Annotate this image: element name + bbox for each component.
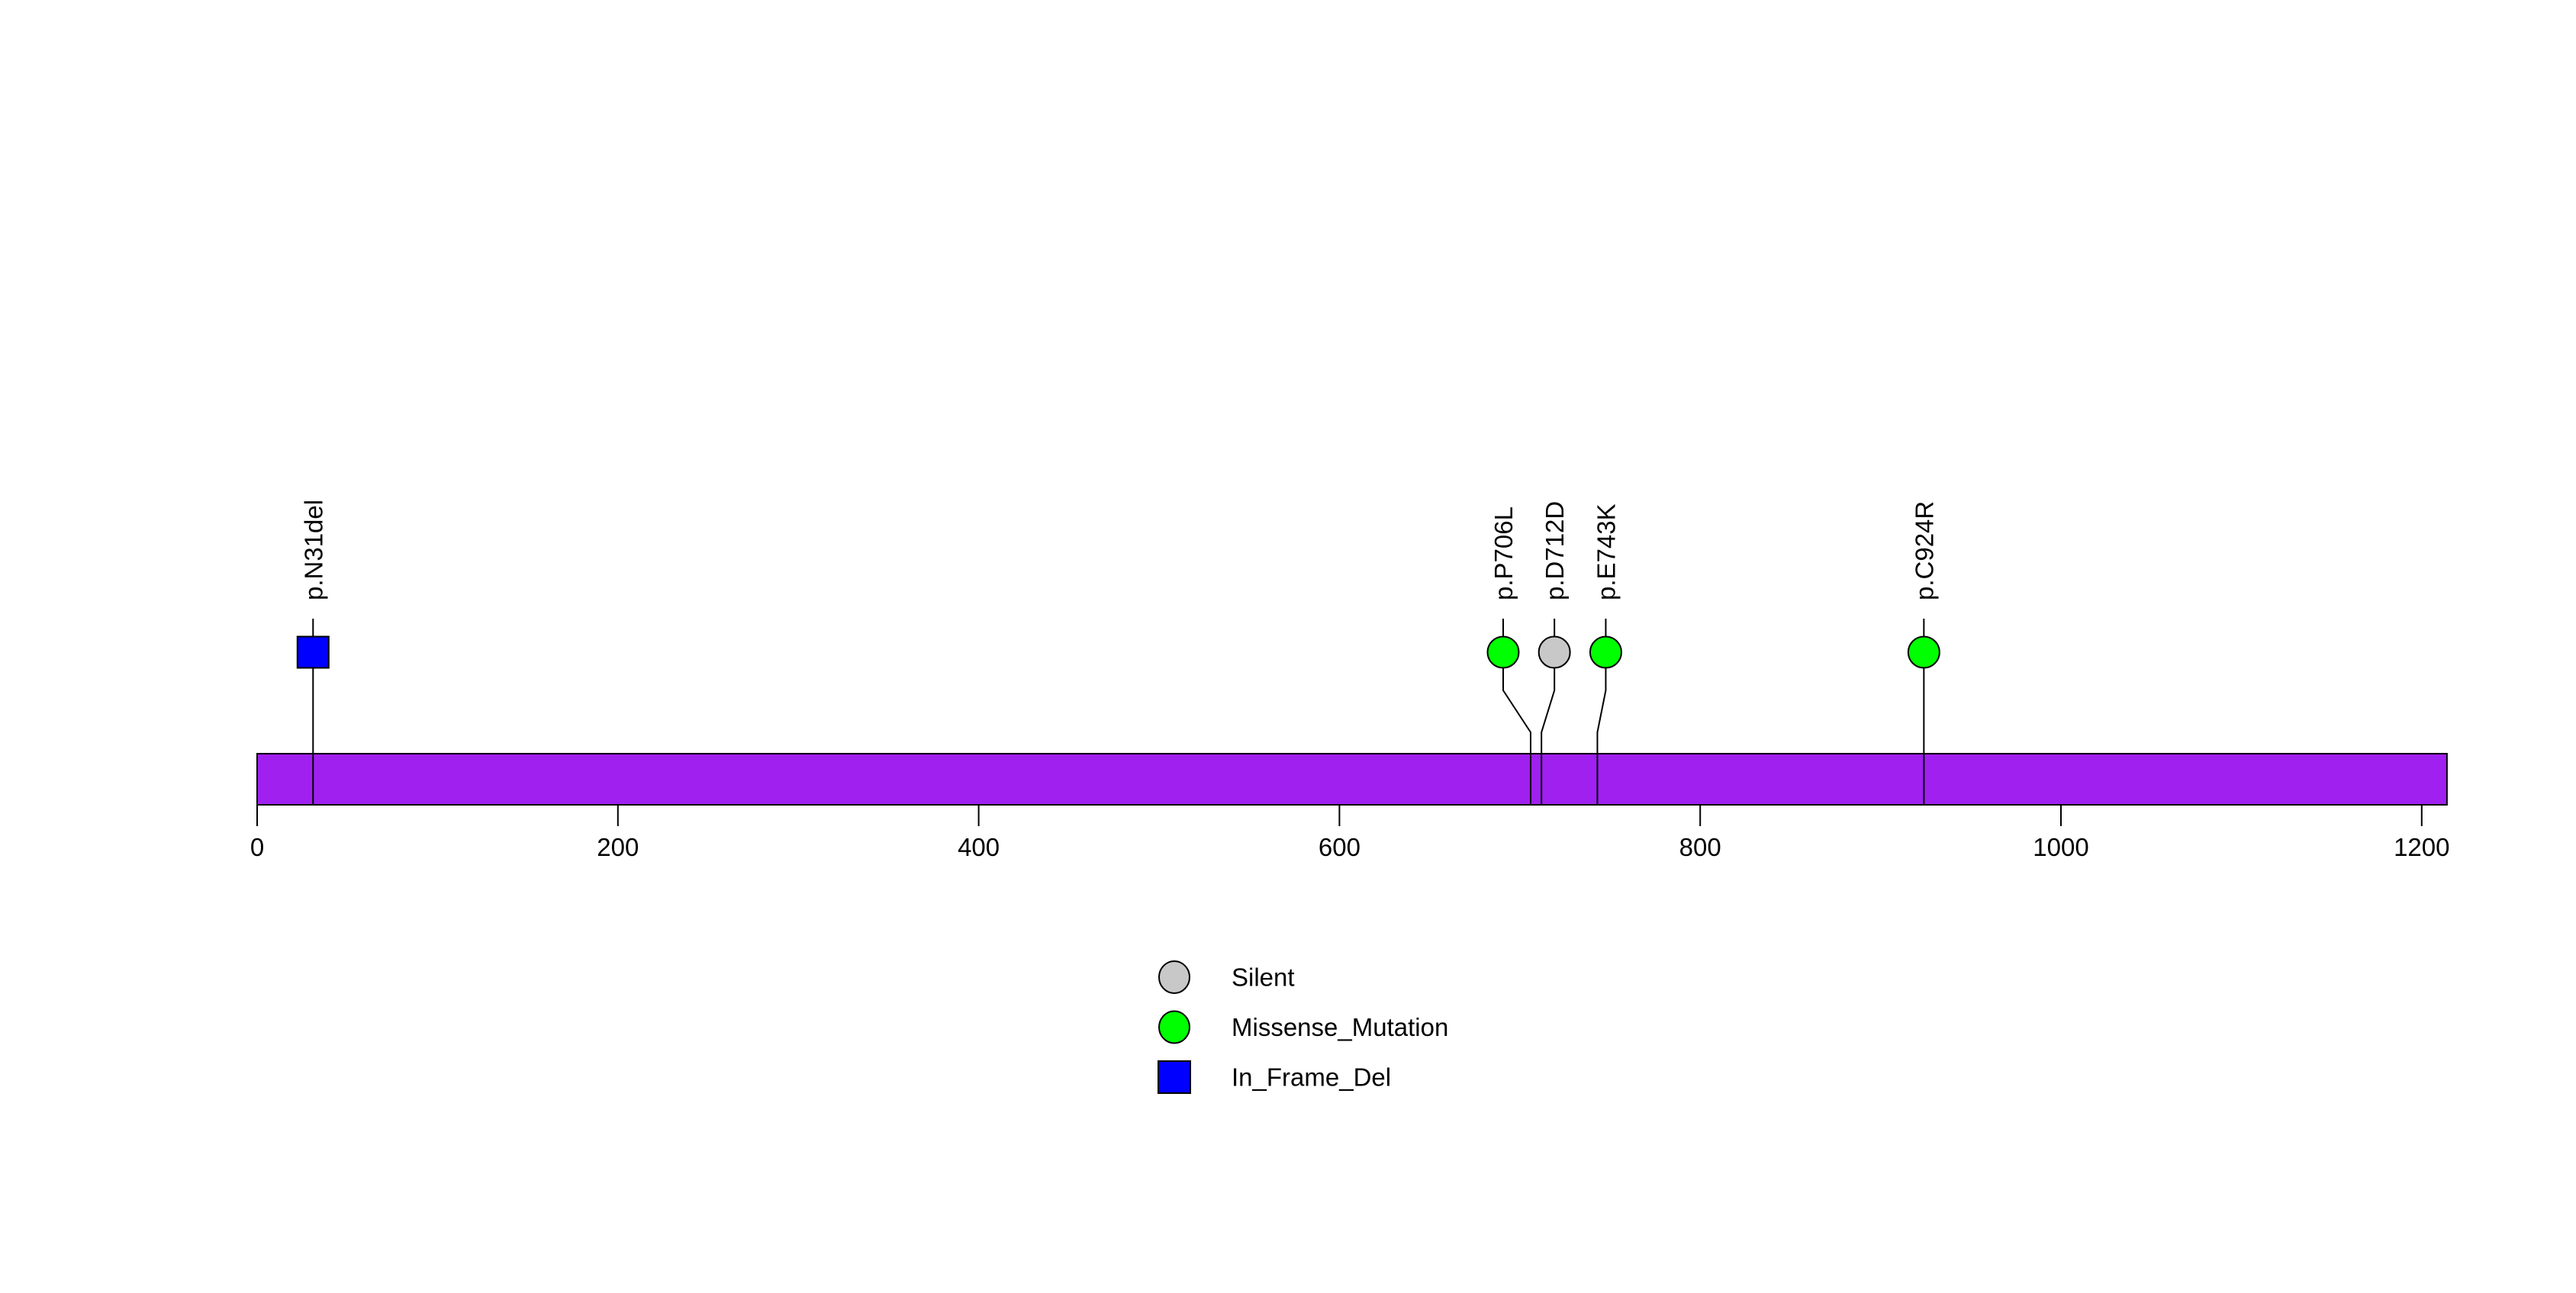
axis-tick-label: 800 [1679, 833, 1721, 861]
lollipop-marker-circle [1589, 635, 1622, 669]
mutation-label: p.C924R [1910, 501, 1938, 600]
axis-tick-label: 1200 [2394, 833, 2449, 861]
protein-backbone-bar [256, 753, 2448, 806]
mutation-label: p.P706L [1489, 507, 1518, 600]
axis-tick-label: 400 [958, 833, 1000, 861]
legend-swatch-circle [1158, 960, 1190, 994]
axis-tick-label: 200 [597, 833, 639, 861]
axis-tick-label: 600 [1319, 833, 1360, 861]
mutation-label: p.N31del [299, 500, 327, 600]
legend-label: In_Frame_Del [1232, 1063, 1391, 1092]
mutation-label: p.E743K [1592, 503, 1620, 600]
legend-label: Silent [1232, 963, 1295, 992]
mutation-label: p.D712D [1541, 501, 1569, 600]
legend-label: Missense_Mutation [1232, 1013, 1448, 1041]
lollipop-marker-square [296, 635, 330, 669]
axis-tick-label: 1000 [2033, 833, 2088, 861]
lollipop-marker-circle [1538, 635, 1571, 669]
axis-tick-label: 0 [250, 833, 264, 861]
legend-swatch-square [1158, 1060, 1191, 1094]
lollipop-marker-circle [1907, 635, 1940, 669]
legend-swatch-circle [1158, 1010, 1190, 1044]
lollipop-marker-circle [1486, 635, 1520, 669]
